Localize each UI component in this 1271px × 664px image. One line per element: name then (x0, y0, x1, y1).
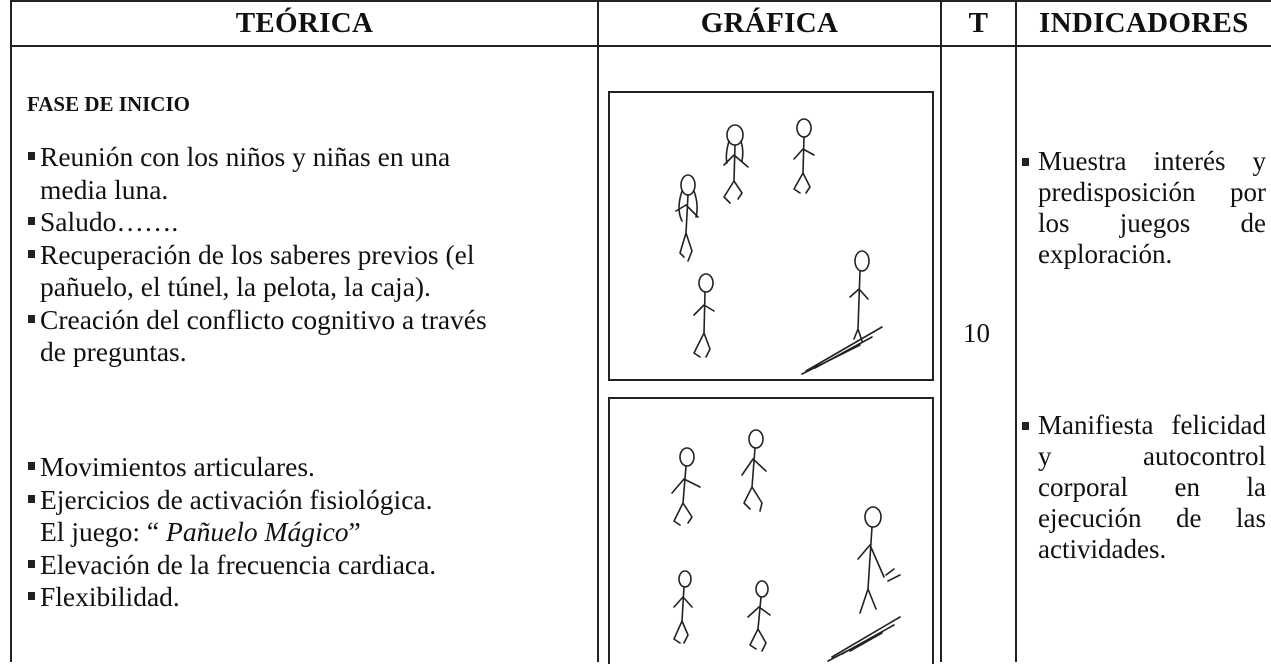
stick-figure (671, 447, 701, 526)
bullet-icon (28, 249, 35, 258)
table-border-top (10, 0, 1271, 2)
time-value: 10 (963, 318, 990, 348)
stick-figure (723, 124, 749, 204)
header-teorica: TEÓRICA (235, 6, 374, 39)
step-text: Creación del conflicto cognitivo a travé… (40, 303, 487, 335)
bullet-icon (28, 559, 35, 568)
bullet-icon (28, 592, 35, 600)
stick-figures-drawing (675, 118, 883, 375)
stick-figure (747, 580, 771, 652)
indicator-text: Manifiesta felicidad y autocontrol corpo… (1038, 410, 1266, 564)
stick-figure (675, 174, 699, 262)
step-text: Reunión con los niños y niñas en una (40, 141, 451, 172)
step-text: Ejercicios de activación fisiológica. (40, 483, 433, 515)
header-t: T (968, 6, 989, 39)
game-label: El juego: “ (40, 516, 167, 547)
list-item: Ejercicios de activación fisiológica.El … (28, 484, 436, 549)
step-text-cont: El juego: “ Pañuelo Mágico” (40, 516, 436, 549)
indicator-item: Manifiesta felicidad y autocontrol corpo… (1022, 410, 1266, 565)
header-divider (10, 45, 1271, 47)
game-quote-close: ” (348, 516, 361, 547)
step-text-cont: media luna. (40, 173, 169, 205)
list-item: Movimientos articulares. (28, 451, 436, 484)
drawing-panel-bottom (608, 397, 934, 664)
bullet-icon (28, 462, 35, 470)
step-text: Recuperación de los saberes previos (el (40, 238, 475, 270)
step-text: Flexibilidad. (40, 581, 180, 612)
column-divider (1015, 0, 1017, 662)
bullet-icon (28, 494, 35, 503)
stick-figure (827, 506, 901, 662)
step-text: Saludo……. (40, 206, 179, 237)
phase-title: FASE DE INICIO (27, 92, 190, 116)
drawing-panel-top (608, 91, 934, 381)
step-text: Elevación de la frecuencia cardiaca. (40, 548, 437, 580)
bullet-icon (28, 152, 35, 160)
step-text-cont: de preguntas. (40, 336, 187, 367)
column-divider (940, 0, 942, 662)
list-item: Elevación de la frecuencia cardiaca. (28, 549, 436, 582)
indicator-text: Muestra interés y predisposición por los… (1038, 146, 1266, 269)
bullet-icon (28, 217, 35, 225)
step-text: Movimientos articulares. (40, 451, 315, 482)
list-item: Flexibilidad. (28, 581, 436, 614)
stick-figure (673, 570, 693, 644)
header-grafica: GRÁFICA (700, 6, 839, 39)
stick-figures-drawing (671, 429, 901, 662)
steps-list-2: Movimientos articulares. Ejercicios de a… (28, 451, 436, 614)
step-text-cont: pañuelo, el túnel, la pelota, la caja). (40, 271, 431, 302)
stick-figure (741, 429, 767, 512)
stick-figure (793, 118, 815, 194)
bullet-icon (1022, 422, 1029, 430)
stick-figure (693, 273, 715, 358)
bullet-icon (1022, 158, 1029, 166)
indicator-item: Muestra interés y predisposición por los… (1022, 146, 1266, 270)
header-indicadores: INDICADORES (1039, 6, 1249, 39)
table-border-left (10, 0, 12, 662)
list-item: Saludo……. (28, 206, 487, 239)
game-name: Pañuelo Mágico (166, 516, 349, 547)
list-item: Creación del conflicto cognitivo a travé… (28, 304, 487, 369)
stick-figure (801, 250, 883, 375)
bullet-icon (28, 314, 35, 323)
column-divider (597, 0, 599, 662)
